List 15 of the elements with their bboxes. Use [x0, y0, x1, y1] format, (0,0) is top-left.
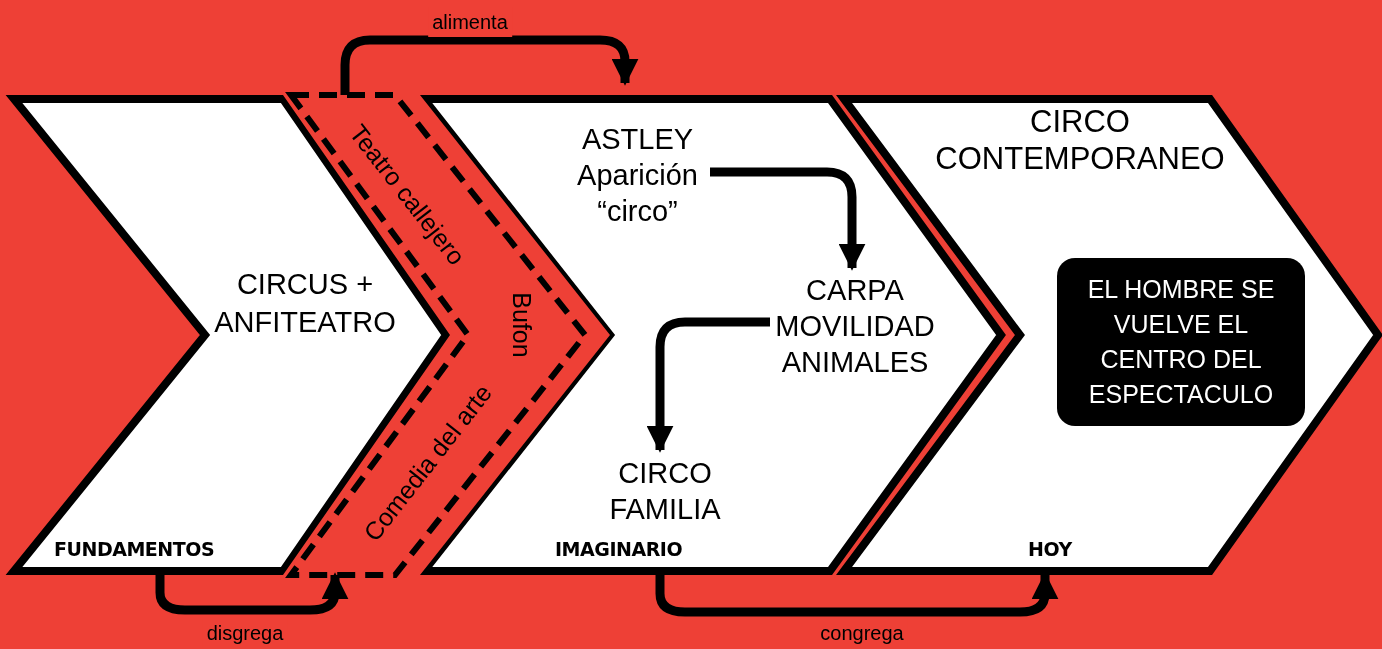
box-text: EL HOMBRE SE VUELVE EL CENTRO DEL ESPECTACULO	[1086, 274, 1276, 410]
stage-title: CIRCO CONTEMPORANEO	[935, 103, 1225, 177]
stage-label: IMAGINARIO	[555, 537, 683, 562]
arrow	[710, 167, 866, 271]
arrow	[340, 35, 639, 95]
arrow	[655, 572, 1059, 617]
arrow	[646, 317, 770, 453]
band-text: Bufon	[506, 292, 537, 358]
node-text: CARPA MOVILIDAD ANIMALES	[775, 272, 935, 380]
node-text: CIRCO FAMILIA	[609, 456, 721, 527]
stage-title: CIRCUS + ANFITEATRO	[214, 267, 396, 340]
highlight-box	[1057, 258, 1305, 426]
stage-label: FUNDAMENTOS	[54, 537, 215, 562]
stage-label: HOY	[1028, 537, 1072, 562]
node-text: ASTLEY Aparición “circo”	[577, 122, 698, 229]
